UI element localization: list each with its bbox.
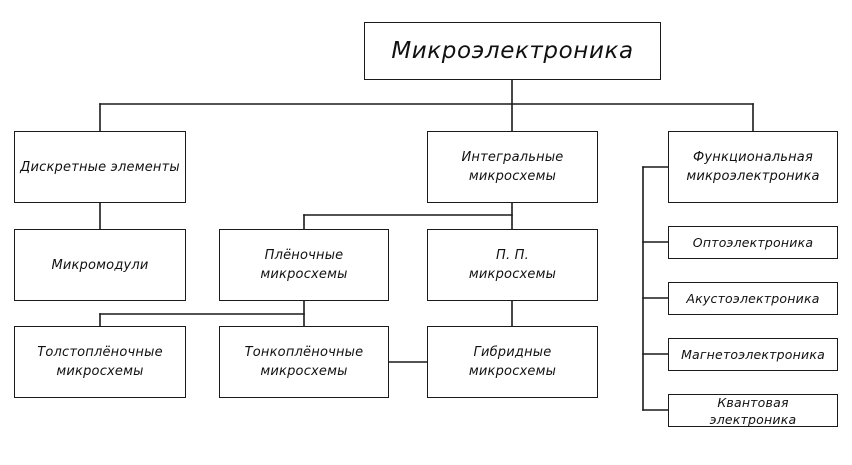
- node-optoelectronics: Оптоэлектроника: [668, 226, 838, 259]
- node-acoustoelectronics: Акустоэлектроника: [668, 282, 838, 315]
- node-microelectronics: Микроэлектроника: [364, 22, 661, 80]
- node-integrated-circuits: Интегральные микросхемы: [427, 131, 598, 203]
- node-thin-film-circuits: Тонкоплёночные микросхемы: [219, 326, 389, 398]
- node-thick-film-circuits: Толстоплёночные микросхемы: [14, 326, 186, 398]
- node-functional-microelectronics: Функциональная микроэлектроника: [668, 131, 838, 203]
- node-film-circuits: Плёночные микросхемы: [219, 229, 389, 301]
- node-magnetoelectronics: Магнетоэлектроника: [668, 338, 838, 371]
- node-quantum-electronics: Квантовая электроника: [668, 394, 838, 427]
- node-micromodules: Микромодули: [14, 229, 186, 301]
- node-hybrid-circuits: Гибридные микросхемы: [427, 326, 598, 398]
- node-discrete-elements: Дискретные элементы: [14, 131, 186, 203]
- node-semiconductor-circuits: П. П. микросхемы: [427, 229, 598, 301]
